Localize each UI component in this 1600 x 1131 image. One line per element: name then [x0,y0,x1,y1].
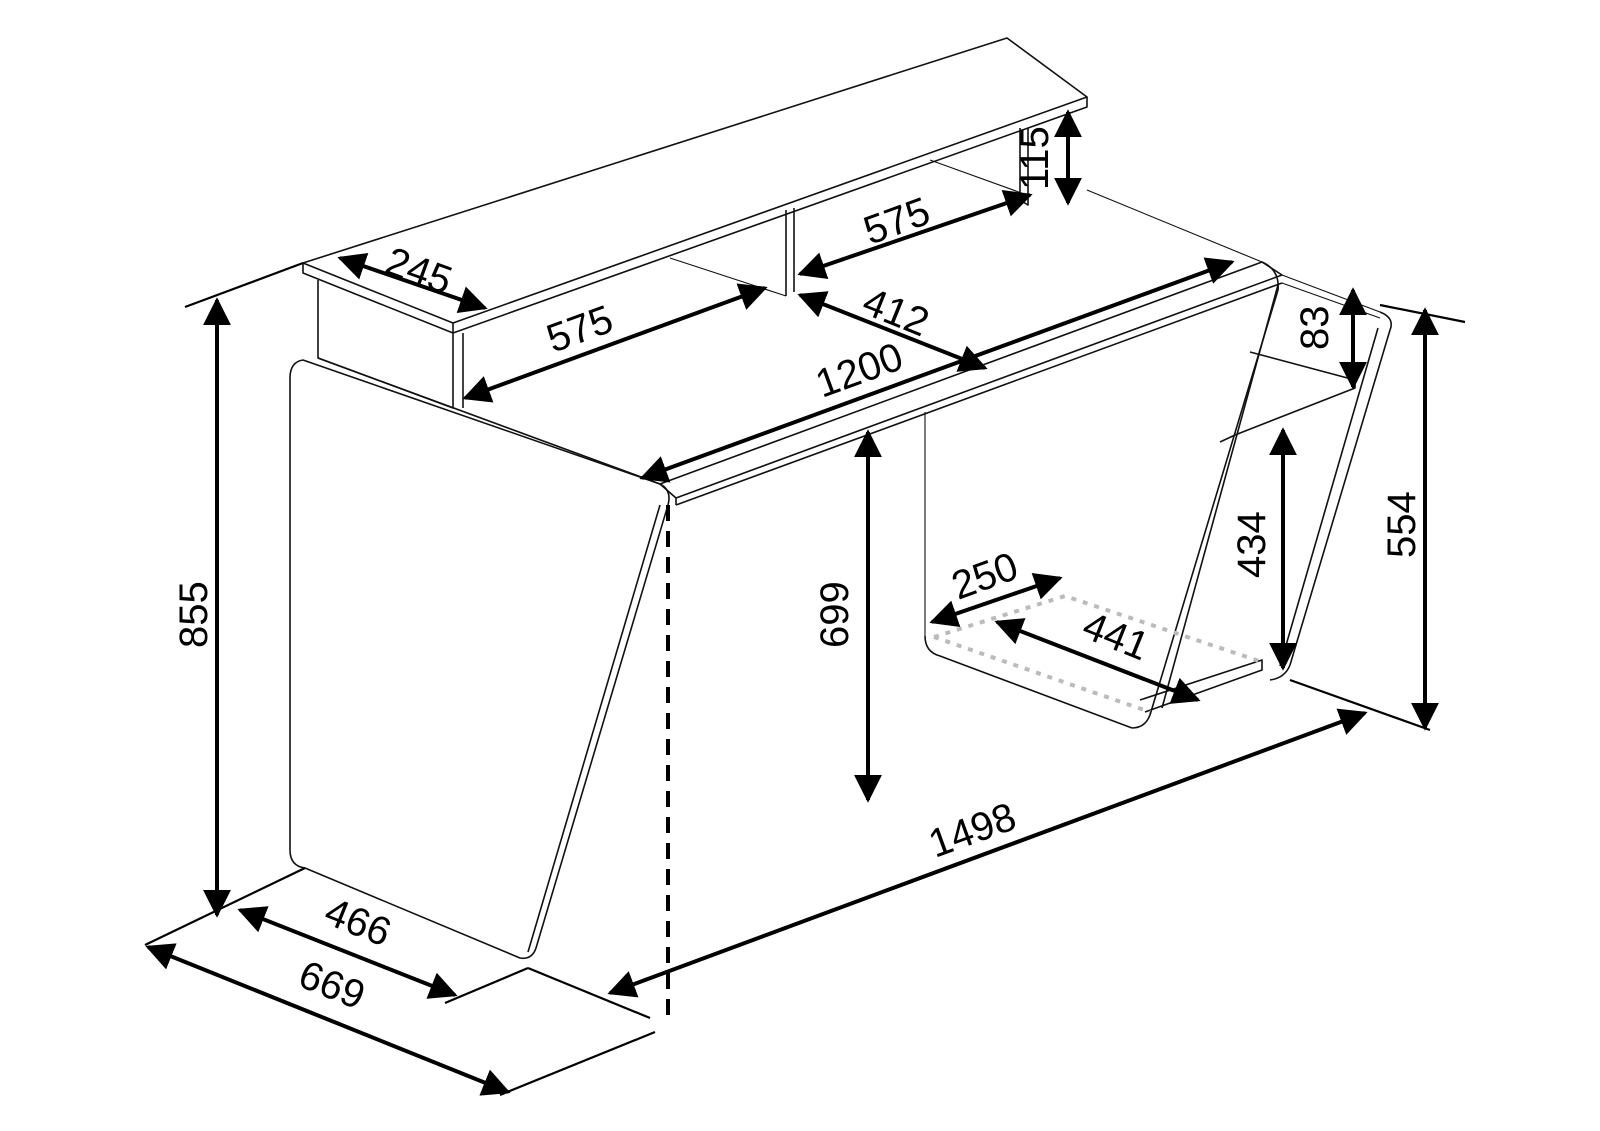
dimension-labels: 245 575 575 115 412 1200 83 434 554 699 … [172,126,1424,1018]
dim-arrow-669 [145,943,511,1096]
label-1200: 1200 [810,335,909,407]
label-250: 250 [946,544,1024,608]
dim-arrow-441 [994,618,1201,704]
label-434: 434 [1230,511,1274,578]
left-side-panel [289,357,670,960]
label-115: 115 [1013,126,1057,190]
label-245: 245 [380,239,458,303]
dim-arrow-245 [337,252,488,314]
dimension-arrows [145,109,1439,1096]
dim-arrow-575-left [462,283,768,403]
label-412: 412 [857,280,935,346]
label-554: 554 [1380,491,1424,558]
label-1498: 1498 [923,795,1022,867]
label-83: 83 [1293,306,1337,351]
cpu-compartment-outline [933,593,1263,714]
label-575-left: 575 [541,297,619,361]
label-699: 699 [813,581,857,648]
desktop [659,189,1381,506]
hutch [302,37,1088,409]
label-575-right: 575 [858,189,936,253]
dim-arrow-1498 [607,708,1368,998]
label-855: 855 [172,581,216,648]
dim-arrow-250 [929,572,1063,628]
dim-arrow-1200 [639,257,1235,483]
